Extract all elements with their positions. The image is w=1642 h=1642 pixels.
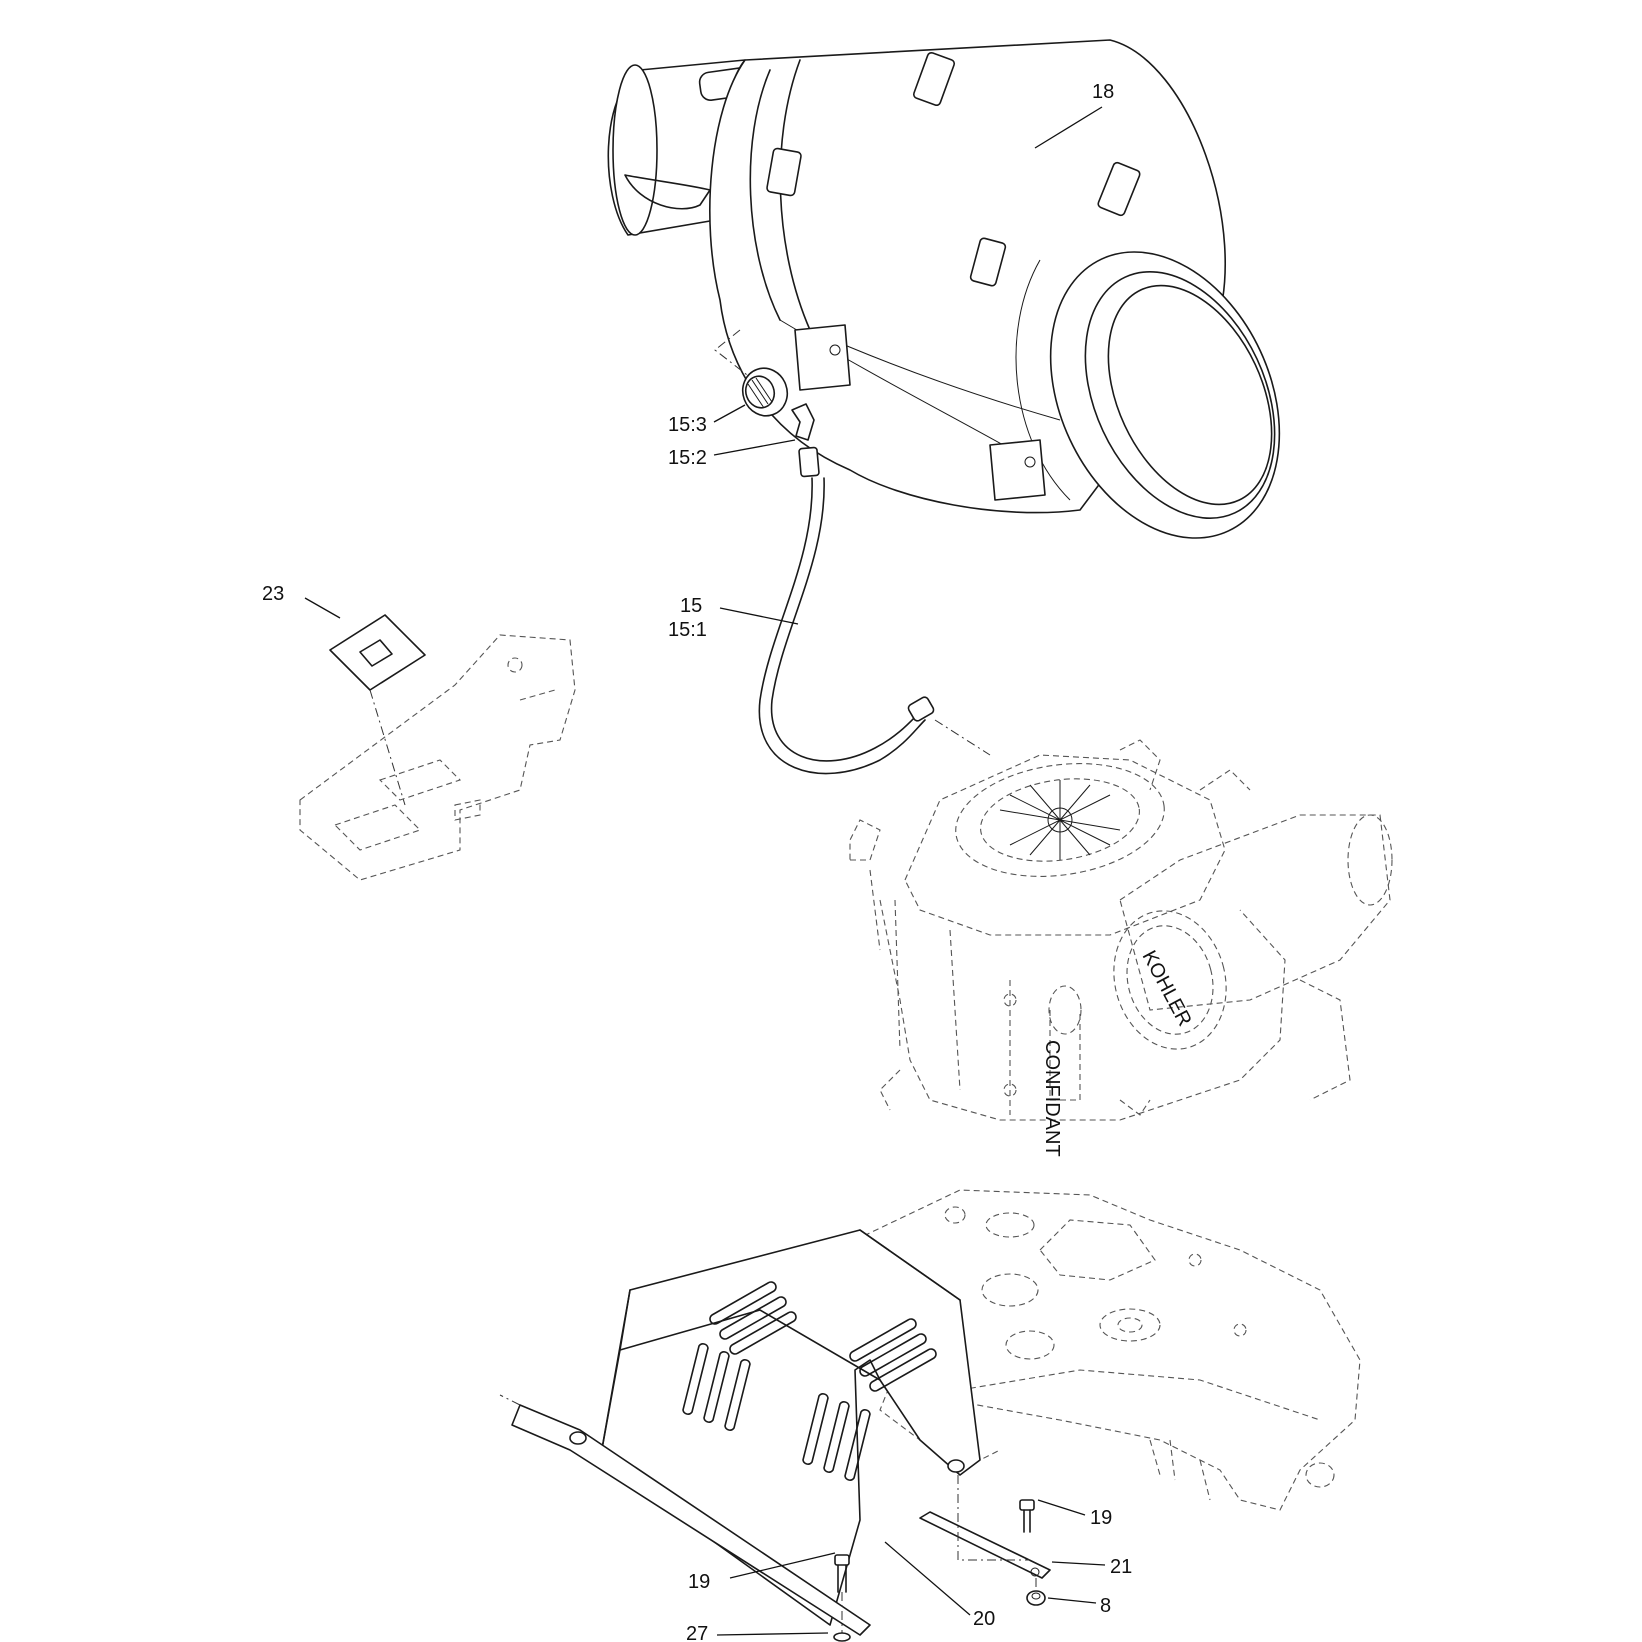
- callout-8: 8: [1100, 1595, 1111, 1617]
- bolt-upper: [1019, 1499, 1035, 1533]
- heat-shield: [511, 1229, 981, 1636]
- hose-assembly: [758, 477, 991, 775]
- callout-15-3: 15:3: [668, 414, 707, 436]
- callout-18: 18: [1092, 81, 1114, 103]
- callout-15-2: 15:2: [668, 447, 707, 469]
- callout-21: 21: [1110, 1556, 1132, 1578]
- nut-right: [1026, 1590, 1046, 1606]
- callout-19-upper: 19: [1090, 1507, 1112, 1529]
- control-panel-phantom: [299, 634, 576, 881]
- engine-brand-marking: KOHLER: [1138, 947, 1196, 1030]
- vent-slots: [682, 1281, 937, 1481]
- callout-15-1: 15:1: [668, 619, 707, 641]
- elbow-fitting: [791, 403, 820, 478]
- engine-series-marking: CONFIDANT: [1041, 1040, 1063, 1157]
- leader-lines: [304, 106, 1106, 1636]
- callout-15: 15: [680, 595, 702, 617]
- callout-20: 20: [973, 1608, 995, 1630]
- callout-23: 23: [262, 583, 284, 605]
- decal: [329, 614, 426, 806]
- engine-phantom: [849, 739, 1393, 1121]
- bolt-lower: [834, 1554, 850, 1638]
- mounting-bracket-strap: [919, 1511, 1051, 1579]
- restriction-indicator-fitting: [741, 367, 789, 417]
- frame-edge-phantom: [499, 1394, 521, 1406]
- callout-27: 27: [686, 1623, 708, 1642]
- assembly-phantom-lines: [957, 1475, 1037, 1590]
- air-cleaner-canister: [607, 39, 1281, 539]
- nut-bottom: [833, 1632, 851, 1642]
- callout-19-lower: 19: [688, 1571, 710, 1593]
